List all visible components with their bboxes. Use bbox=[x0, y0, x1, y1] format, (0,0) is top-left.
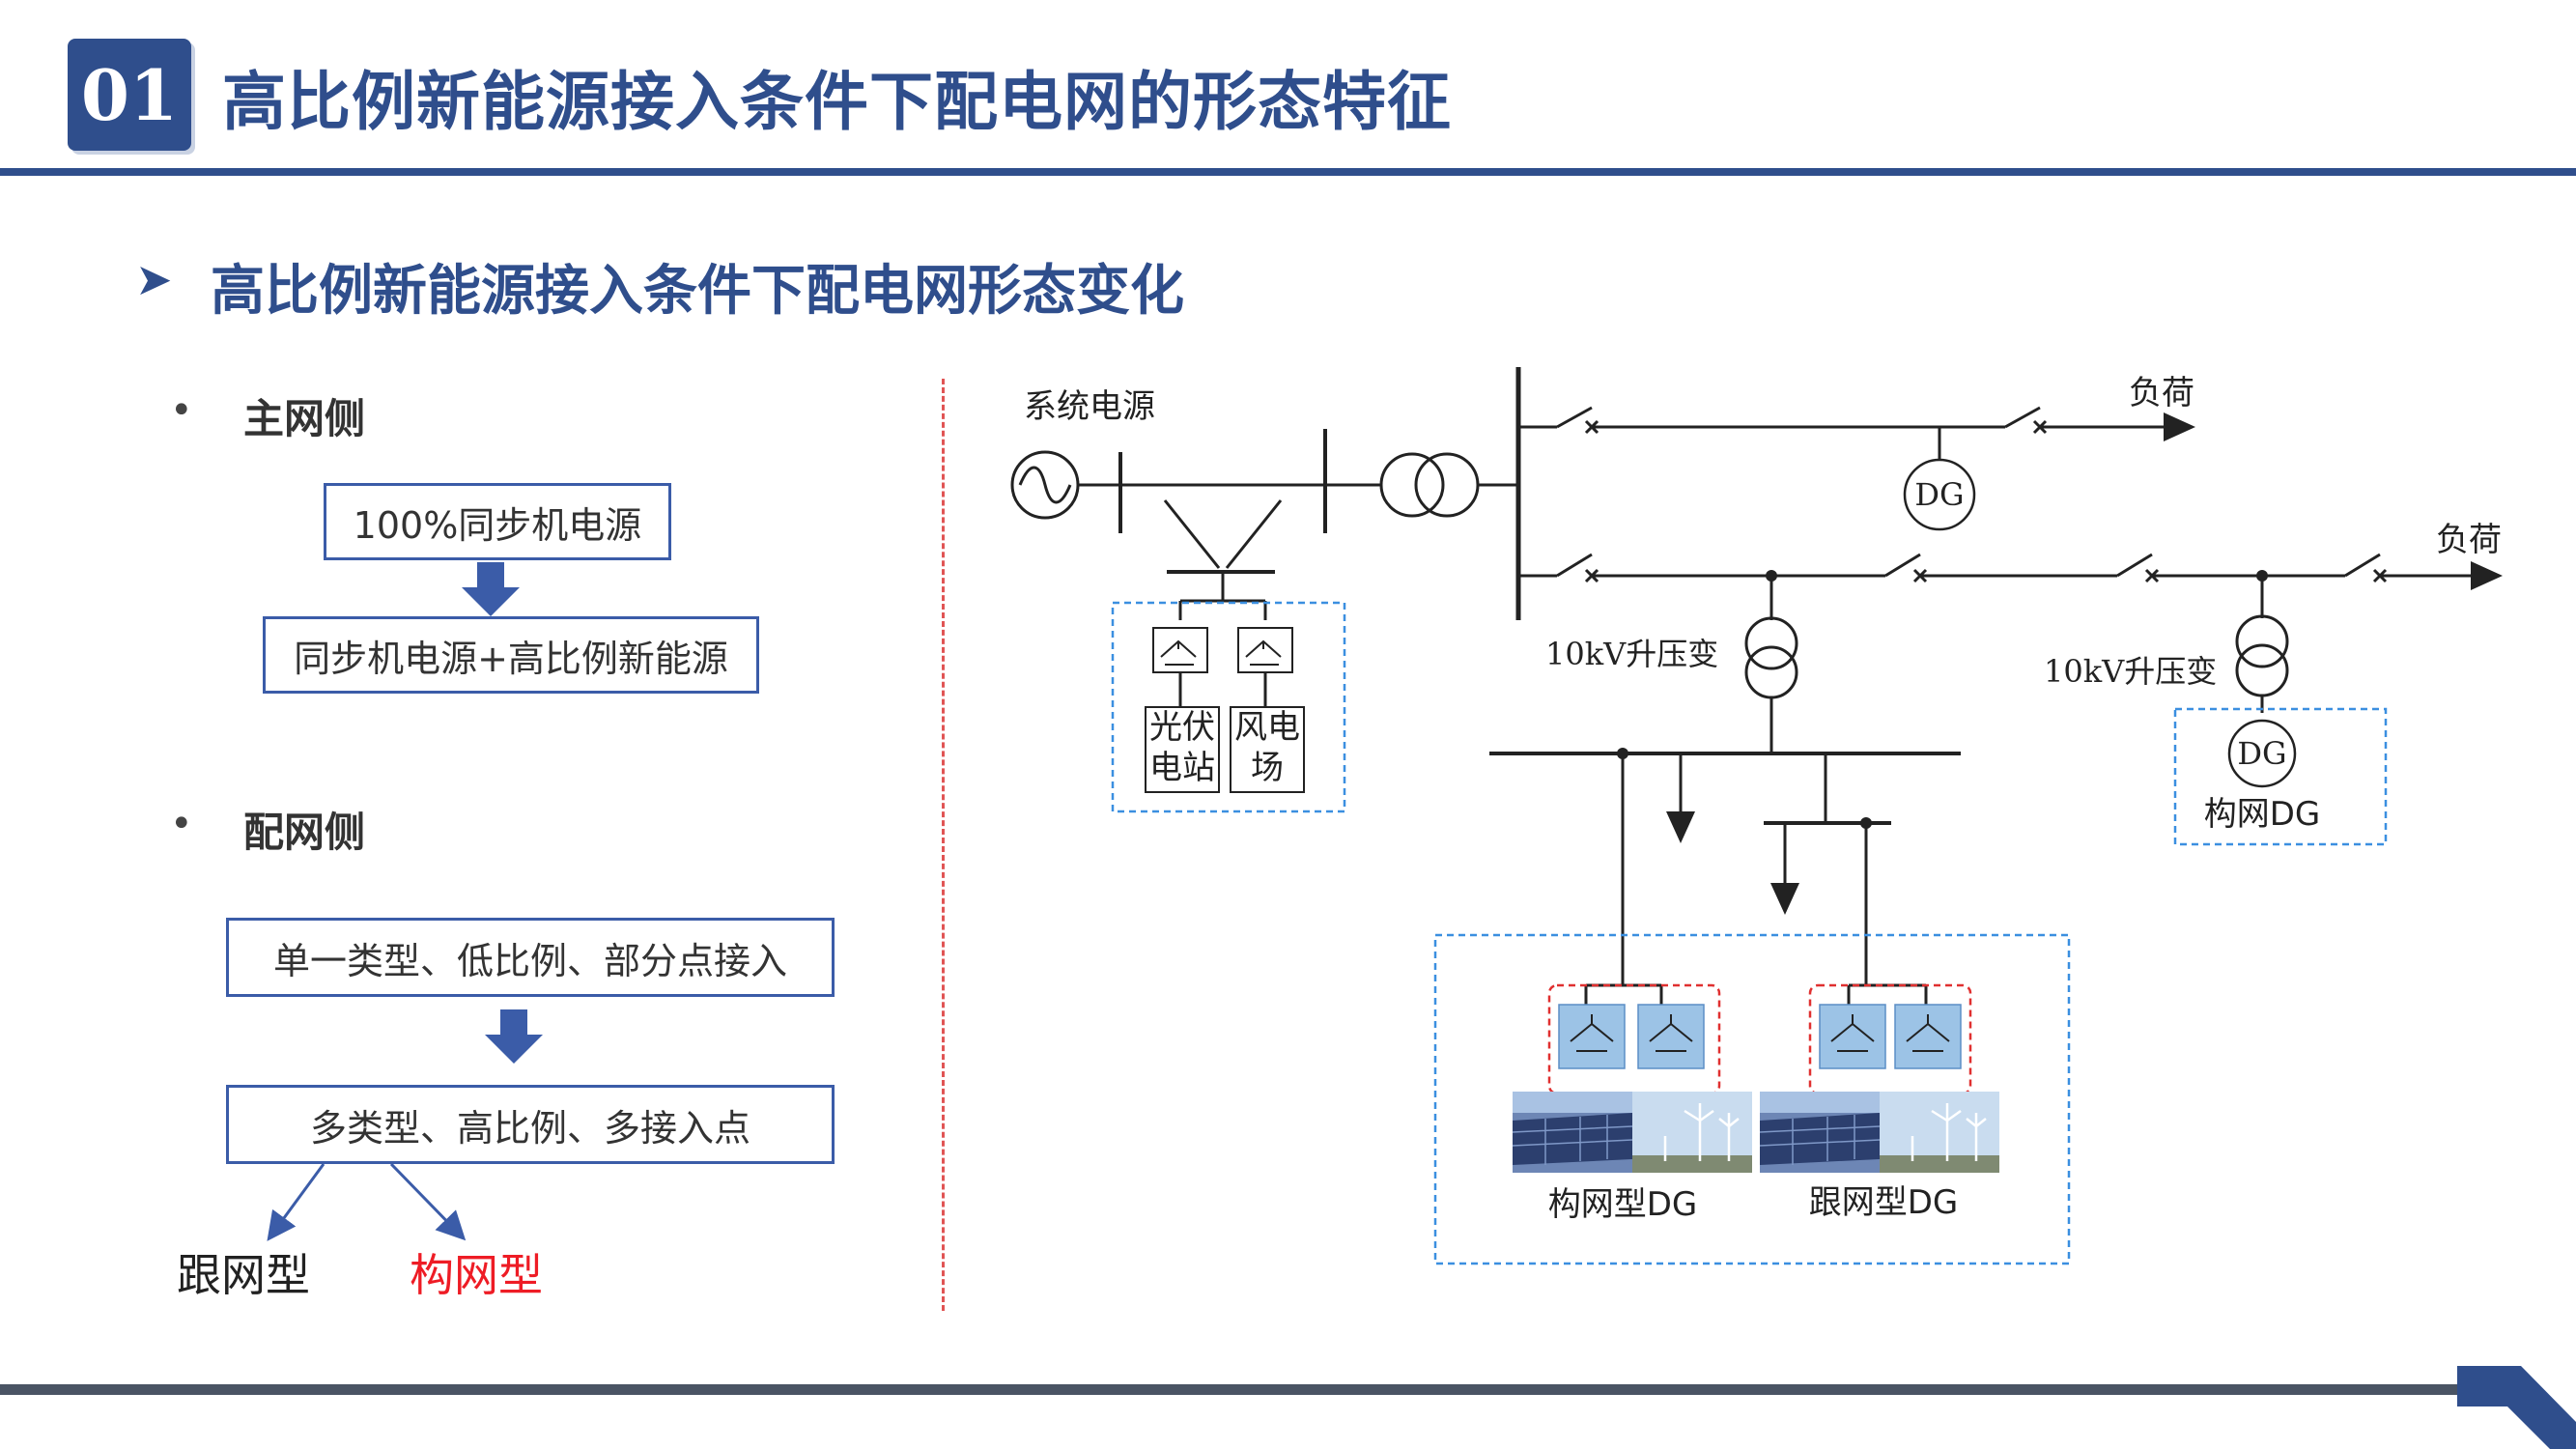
grid-following-type-dg-label: 跟网型DG bbox=[1809, 1183, 1959, 1222]
dist-grid-down-arrow-icon bbox=[485, 1009, 543, 1064]
feeder-2 bbox=[1518, 553, 2503, 590]
wind-turbine-photo bbox=[1880, 1092, 1999, 1173]
pv-converter-icon bbox=[1152, 627, 1208, 673]
dg-2-icon: DG bbox=[2227, 719, 2297, 788]
converter-icon bbox=[1558, 1004, 1626, 1069]
converter-icon bbox=[1894, 1004, 1962, 1069]
junction-4 bbox=[1860, 817, 1872, 829]
main-grid-label: 主网侧 bbox=[243, 395, 366, 442]
pv-station-box bbox=[1145, 706, 1220, 793]
grid-forming-label: 构网型 bbox=[410, 1249, 543, 1301]
grid-forming-plant: 构网型DG bbox=[1512, 970, 1752, 1224]
main-grid-down-arrow-icon bbox=[462, 562, 520, 616]
junction-3 bbox=[1617, 748, 1628, 759]
main-grid-from-text: 100%同步机电源 bbox=[353, 503, 642, 547]
header-divider bbox=[0, 168, 2576, 176]
converter-icon bbox=[1637, 1004, 1705, 1069]
dist-grid-to-text: 多类型、高比例、多接入点 bbox=[309, 1106, 750, 1150]
transformer-2-label: 10kV升压变 bbox=[2044, 653, 2217, 690]
dist-grid-label: 配网侧 bbox=[243, 809, 366, 856]
source-bus bbox=[1078, 429, 1327, 707]
bullet-dot-icon: • bbox=[170, 802, 193, 846]
renewable-station-box bbox=[1111, 601, 1346, 813]
wind-converter-icon bbox=[1237, 627, 1293, 673]
solar-panel-photo bbox=[1512, 1092, 1633, 1173]
section-title: 高比例新能源接入条件下配电网形态变化 bbox=[211, 259, 1184, 323]
pv-station-label-2: 电站 bbox=[1149, 749, 1215, 787]
dg-1-icon: DG bbox=[1903, 458, 1976, 531]
vertical-divider bbox=[942, 379, 945, 1311]
sub-bus bbox=[1489, 752, 1961, 970]
wind-turbine-photo bbox=[1632, 1092, 1752, 1173]
page-title: 高比例新能源接入条件下配电网的形态特征 bbox=[222, 64, 1452, 139]
wind-farm-label-1: 风电 bbox=[1234, 708, 1300, 747]
main-grid-to-box: 同步机电源+高比例新能源 bbox=[263, 616, 759, 694]
load-1-label: 负荷 bbox=[2129, 374, 2194, 412]
grid-forming-dg-box bbox=[2173, 707, 2388, 846]
grid-forming-type-dg-label: 构网型DG bbox=[1548, 1185, 1698, 1224]
converter-icon bbox=[1819, 1004, 1886, 1069]
distribution-network-diagram: 系统电源 光伏 电站 风电 场 bbox=[1010, 367, 2503, 1265]
step-up-transformer-1-icon bbox=[1744, 576, 1798, 753]
main-transformer-icon bbox=[1325, 452, 1518, 518]
grid-forming-dg-box-label: 构网DG bbox=[2204, 795, 2321, 834]
dist-grid-from-box: 单一类型、低比例、部分点接入 bbox=[226, 918, 835, 997]
grid-following-label: 跟网型 bbox=[177, 1249, 310, 1301]
wind-farm-label-2: 场 bbox=[1251, 749, 1284, 787]
main-grid-to-text: 同步机电源+高比例新能源 bbox=[294, 637, 728, 680]
ac-source-icon bbox=[1010, 450, 1080, 520]
grid-following-converter-group bbox=[1808, 983, 1972, 1095]
transformer-1-label: 10kV升压变 bbox=[1545, 636, 1718, 672]
wind-farm-box bbox=[1230, 706, 1305, 793]
dg-plants-box bbox=[1433, 933, 2071, 1265]
pv-station-label-1: 光伏 bbox=[1149, 708, 1215, 747]
dg-2-label: DG bbox=[2237, 735, 2286, 772]
section-arrow-icon: ➤ bbox=[135, 253, 173, 305]
dist-grid-from-text: 单一类型、低比例、部分点接入 bbox=[272, 939, 787, 982]
dg-1-label: DG bbox=[1914, 476, 1964, 513]
system-source-label: 系统电源 bbox=[1024, 387, 1155, 426]
solar-panel-photo bbox=[1759, 1092, 1881, 1173]
main-grid-from-box: 100%同步机电源 bbox=[324, 483, 671, 560]
section-number-badge: 01 bbox=[68, 39, 191, 151]
load-2-label: 负荷 bbox=[2436, 521, 2502, 559]
step-up-transformer-2-icon bbox=[2235, 576, 2289, 713]
grid-following-plant: 跟网型DG bbox=[1759, 970, 1999, 1222]
dist-grid-branch-arrows bbox=[267, 1164, 467, 1241]
feeder-1 bbox=[1518, 406, 2195, 460]
dist-grid-to-box: 多类型、高比例、多接入点 bbox=[226, 1085, 835, 1164]
bullet-dot-icon: • bbox=[170, 388, 193, 433]
footer-divider bbox=[0, 1384, 2473, 1395]
footer-corner-accent bbox=[2457, 1366, 2576, 1449]
